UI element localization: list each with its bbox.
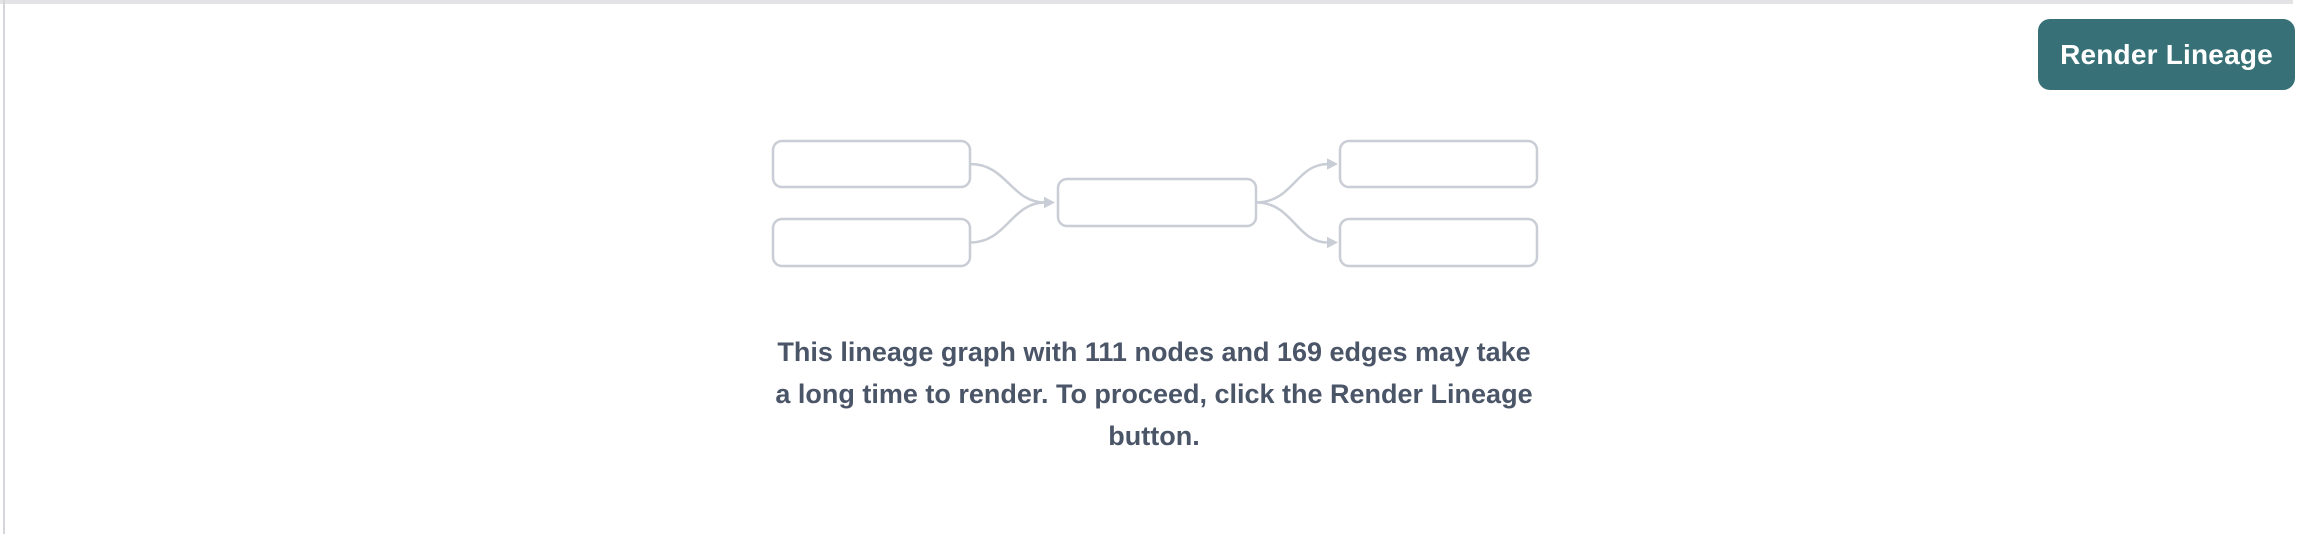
message-line-3: button. [1108, 421, 1200, 451]
placeholder-node [1338, 139, 1539, 189]
placeholder-node [771, 217, 972, 268]
placeholder-arrowhead-icon [1327, 158, 1338, 170]
placeholder-node [1338, 217, 1539, 268]
placeholder-arrowhead-icon [1327, 236, 1338, 249]
placeholder-node [1056, 177, 1258, 228]
lineage-graph-placeholder-icon [771, 139, 1539, 268]
message-line-2: a long time to render. To proceed, click… [775, 379, 1533, 409]
placeholder-node [771, 139, 972, 189]
top-border-bar [0, 0, 2293, 4]
left-border-line [3, 0, 5, 534]
placeholder-arrowhead-icon [1044, 196, 1055, 209]
render-lineage-button[interactable]: Render Lineage [2038, 19, 2295, 90]
placeholder-edge [1255, 201, 1329, 244]
placeholder-edge [969, 162, 1046, 204]
placeholder-edge [969, 201, 1046, 244]
render-warning-message: This lineage graph with 111 nodes and 16… [0, 331, 2308, 457]
placeholder-edge [1255, 162, 1329, 204]
message-line-1: This lineage graph with 111 nodes and 16… [777, 337, 1531, 367]
